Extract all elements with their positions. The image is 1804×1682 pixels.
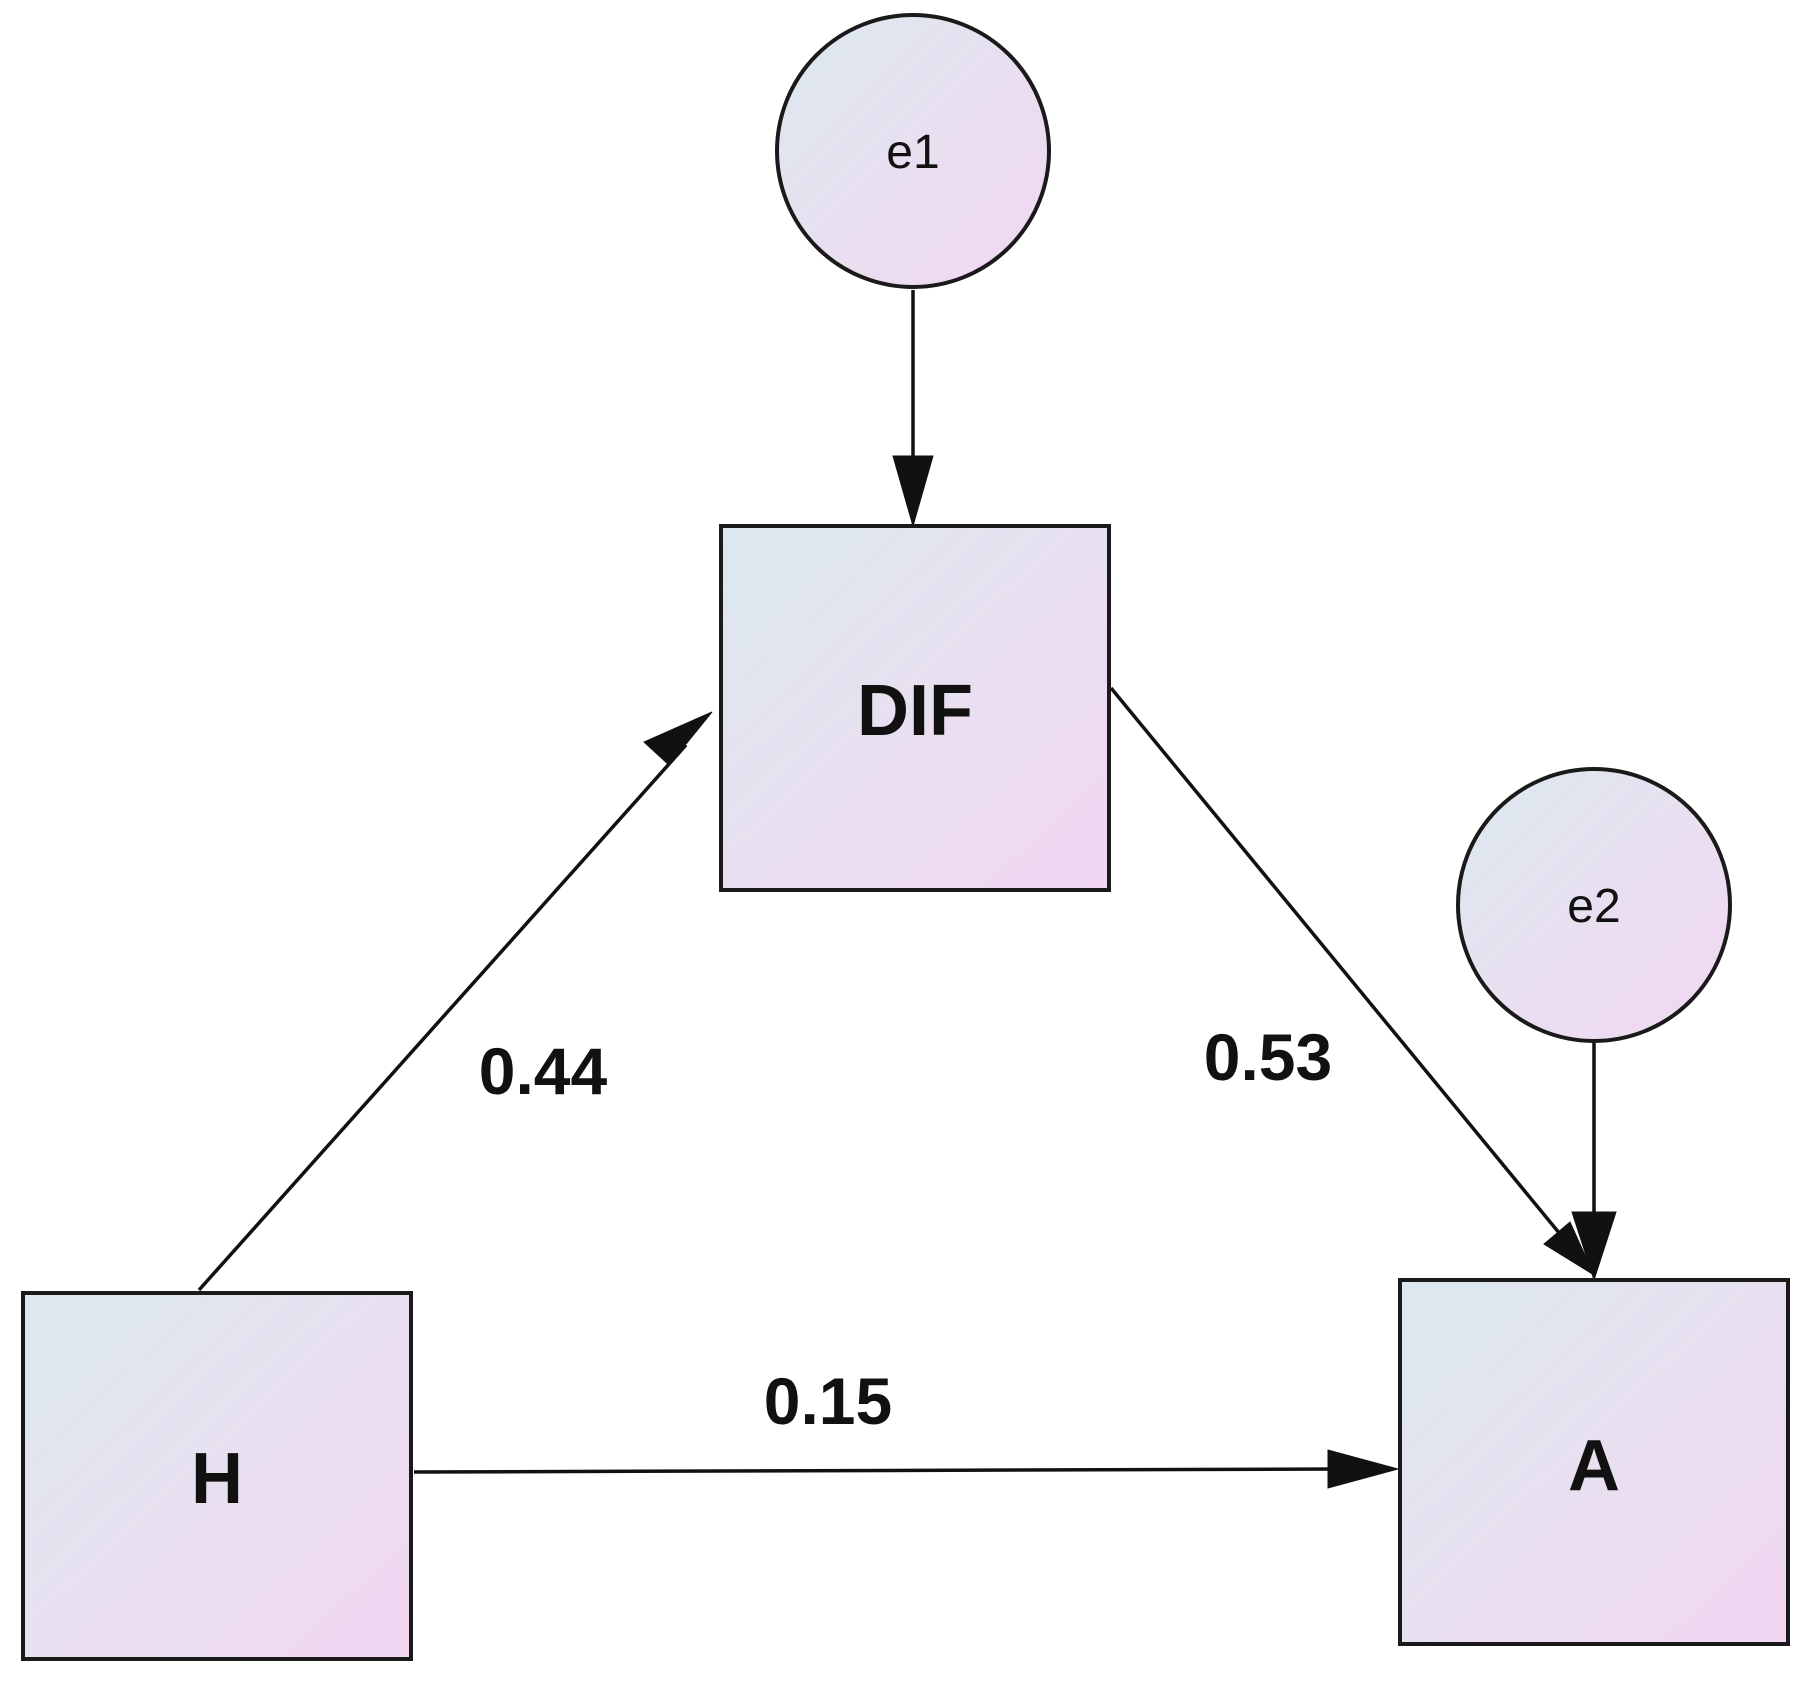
arrowhead-e2-to-a (1571, 1211, 1617, 1282)
coefficient-dif-to-a: 0.53 (1204, 1020, 1332, 1094)
path-h-to-dif (197, 743, 688, 1292)
coefficient-h-to-a: 0.15 (764, 1364, 892, 1438)
node-e2-circle (1456, 767, 1732, 1043)
node-h-label: H (191, 1439, 243, 1519)
node-a-label: A (1568, 1426, 1620, 1506)
node-h: H (21, 1291, 413, 1661)
node-e2-label: e2 (1567, 880, 1620, 933)
node-dif-box (719, 524, 1111, 892)
node-e1-label: e1 (886, 126, 939, 179)
path-dif-to-a (1109, 686, 1562, 1236)
node-a-box (1398, 1278, 1790, 1646)
node-h-box (21, 1291, 413, 1661)
coefficient-h-to-dif: 0.44 (479, 1034, 608, 1108)
arrowhead-dif-to-a (1543, 1221, 1596, 1277)
node-e1-circle (775, 13, 1051, 289)
node-e1: e1 (775, 13, 1051, 289)
node-dif: DIF (719, 524, 1111, 892)
arrowhead-h-to-dif (643, 711, 713, 766)
node-e2: e2 (1456, 767, 1732, 1043)
arrowhead-h-to-a (1327, 1449, 1400, 1489)
path-h-to-a (413, 1467, 1341, 1474)
arrowhead-e1-to-dif (892, 455, 934, 528)
node-a: A (1398, 1278, 1790, 1646)
node-dif-label: DIF (857, 671, 973, 751)
